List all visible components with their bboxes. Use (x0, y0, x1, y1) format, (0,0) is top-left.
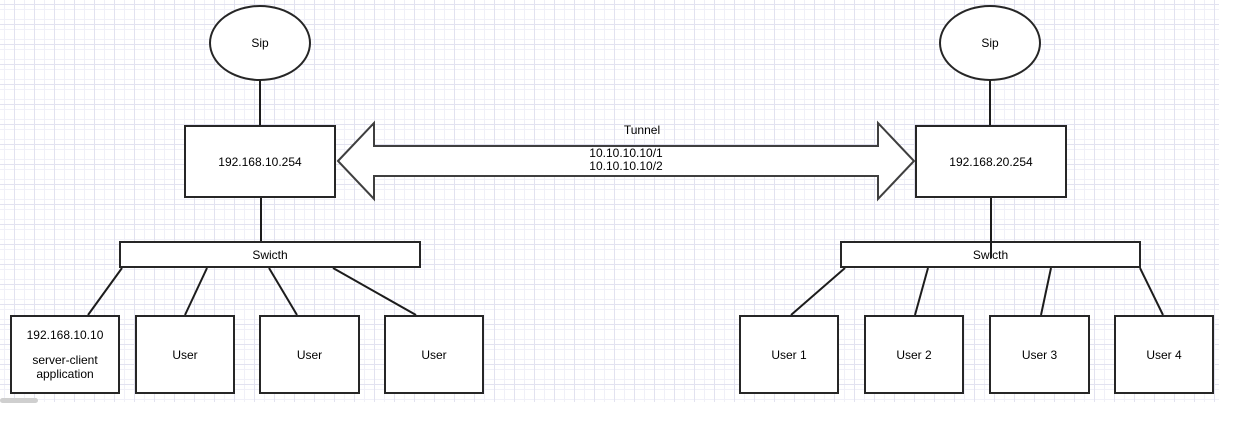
node-user-right-3[interactable]: User 3 (989, 315, 1090, 394)
connector-switch-user-l1[interactable] (184, 267, 208, 316)
connector-switch-user-l3[interactable] (332, 267, 417, 316)
tunnel-arrow[interactable] (336, 120, 916, 202)
connector-switch-user-r2[interactable] (914, 267, 929, 316)
connector-switch-user-r3[interactable] (1040, 267, 1052, 316)
tunnel-title-label: Tunnel (623, 123, 661, 137)
tunnel-address-label: 10.10.10.10/1 10.10.10.10/2 (541, 147, 711, 173)
tunnel-address-line2: 10.10.10.10/2 (589, 159, 663, 173)
connector-switch-user-r1[interactable] (790, 267, 846, 316)
node-user-left-3[interactable]: User (384, 315, 484, 394)
connector-switch-server[interactable] (87, 267, 123, 316)
horizontal-scrollbar-thumb[interactable] (0, 398, 38, 403)
node-user-left-2[interactable]: User (259, 315, 360, 394)
tunnel-address-line1: 10.10.10.10/1 (589, 146, 663, 160)
connector-switch-user-r4[interactable] (1139, 267, 1164, 316)
node-switch-left[interactable]: Swicth (119, 241, 421, 268)
connector-switch-user-l2[interactable] (268, 267, 298, 316)
